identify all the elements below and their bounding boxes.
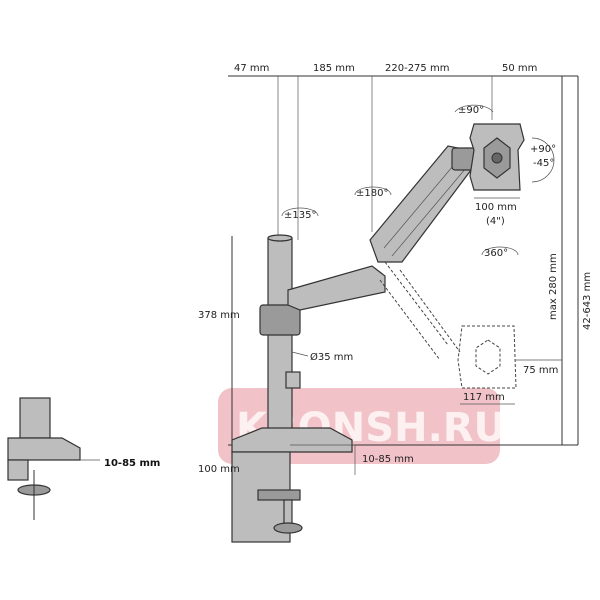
dim-pole-diameter: Ø35 mm: [310, 351, 353, 363]
rotation-360: 360°: [484, 248, 508, 259]
dim-42-643mm: 42-643 mm: [582, 272, 593, 330]
rotation-base-icon: ±135°: [281, 207, 319, 221]
rotation-tilt-side-icon: +90° -45°: [530, 137, 556, 183]
rotation-base: ±135°: [284, 210, 316, 221]
dim-378mm: 378 mm: [198, 310, 240, 321]
inset-desk-thickness: 10-85 mm: [104, 458, 160, 469]
desk-clamp: [231, 427, 353, 543]
clamp-inset: [7, 397, 100, 520]
rotation-elbow: ±180°: [356, 188, 388, 199]
vesa-plate: [469, 123, 525, 191]
dim-vesa-100mm: 100 mm: [475, 202, 517, 213]
lowered-position-ghost: [379, 261, 517, 389]
lower-arm: [287, 265, 386, 311]
rotation-tilt-plus: +90°: [530, 144, 556, 155]
dim-47mm: 47 mm: [234, 63, 269, 74]
rotation-elbow-icon: ±180°: [354, 186, 392, 199]
rotation-tilt-minus: -45°: [533, 158, 554, 169]
pole: [259, 234, 301, 434]
dim-desk-thickness: 10-85 mm: [362, 454, 414, 465]
rotation-360-icon: 360°: [481, 246, 519, 259]
dim-75mm: 75 mm: [523, 365, 558, 376]
dim-117mm: 117 mm: [463, 392, 505, 403]
dim-clamp-100mm: 100 mm: [198, 464, 240, 475]
rotation-tilt-top: ±90°: [458, 105, 484, 116]
dim-max-280mm: max 280 mm: [548, 253, 559, 320]
rotation-tilt-top-icon: ±90°: [454, 104, 494, 116]
top-dimension-line: [228, 75, 579, 446]
dim-50mm: 50 mm: [502, 63, 537, 74]
dim-220-275mm: 220-275 mm: [385, 63, 449, 74]
dim-vesa-inch: (4"): [486, 216, 505, 227]
dim-185mm: 185 mm: [313, 63, 355, 74]
